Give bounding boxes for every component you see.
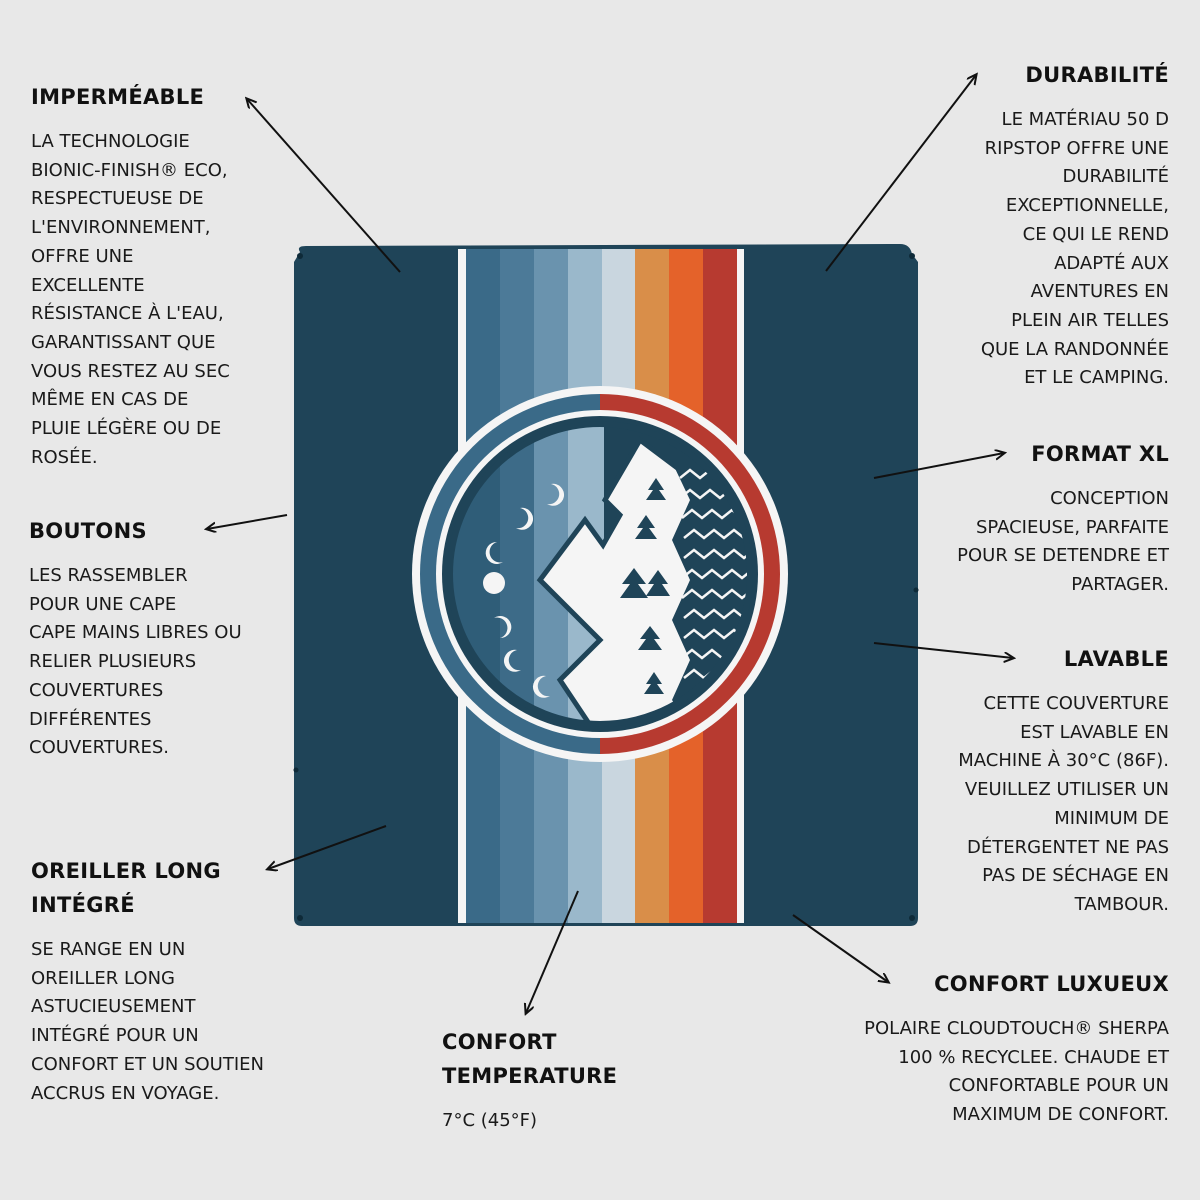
feature-text: LES RASSEMBLER POUR UNE CAPE CAPE MAINS … <box>29 565 242 759</box>
feature-boutons: BOUTONS LES RASSEMBLER POUR UNE CAPE CAP… <box>29 514 309 763</box>
moon-phase-icons <box>483 483 565 698</box>
arrow-oreiller <box>268 825 387 869</box>
feature-text: POLAIRE CLOUDTOUCH® SHERPA 100 % RECYCLE… <box>864 1018 1169 1126</box>
feature-format: FORMAT XL CONCEPTION SPACIEUSE, PARFAITE… <box>889 437 1169 600</box>
callout-arrows <box>207 75 1013 1013</box>
feature-title: LAVABLE <box>1063 647 1169 671</box>
feature-title: IMPERMÉABLE <box>31 85 205 109</box>
feature-text: LE MATÉRIAU 50 D RIPSTOP OFFRE UNE DURAB… <box>980 109 1169 389</box>
arrow-luxe <box>792 914 888 982</box>
feature-title: CONFORT LUXUEUX <box>934 972 1169 996</box>
arrow-temperature <box>526 890 579 1013</box>
feature-text: 7°C (45°F) <box>442 1110 538 1131</box>
feature-title: FORMAT XL <box>1031 442 1169 466</box>
feature-text: CONCEPTION SPACIEUSE, PARFAITE POUR SE D… <box>957 488 1169 596</box>
arrow-durabilite <box>825 75 976 272</box>
emblem <box>450 424 750 724</box>
feature-lavable: LAVABLE CETTE COUVERTURE EST LAVABLE EN … <box>889 642 1169 920</box>
arrow-format <box>873 453 1004 479</box>
feature-text: LA TECHNOLOGIE BIONIC-FINISH® ECO, RESPE… <box>31 131 230 468</box>
feature-impermeable: IMPERMÉABLE LA TECHNOLOGIE BIONIC-FINISH… <box>31 80 311 472</box>
feature-oreiller: OREILLER LONG INTÉGRÉ SE RANGE EN UN ORE… <box>31 854 331 1108</box>
feature-title: DURABILITÉ <box>1025 63 1169 87</box>
feature-title: CONFORT TEMPERATURE <box>442 1030 618 1088</box>
tree-icons <box>620 478 670 694</box>
arrow-impermeable <box>247 99 401 273</box>
feature-durabilite: DURABILITÉ LE MATÉRIAU 50 D RIPSTOP OFFR… <box>869 58 1169 393</box>
feature-text: CETTE COUVERTURE EST LAVABLE EN MACHINE … <box>958 693 1169 915</box>
feature-text: SE RANGE EN UN OREILLER LONG ASTUCIEUSEM… <box>31 939 264 1104</box>
feature-luxe: CONFORT LUXUEUX POLAIRE CLOUDTOUCH® SHER… <box>789 967 1169 1130</box>
feature-title: OREILLER LONG INTÉGRÉ <box>31 859 221 917</box>
arrow-lavable <box>873 642 1013 658</box>
arrow-boutons <box>207 514 288 529</box>
feature-title: BOUTONS <box>29 519 147 543</box>
feature-temperature: CONFORT TEMPERATURE 7°C (45°F) <box>442 1025 702 1136</box>
snap-buttons <box>293 253 919 921</box>
